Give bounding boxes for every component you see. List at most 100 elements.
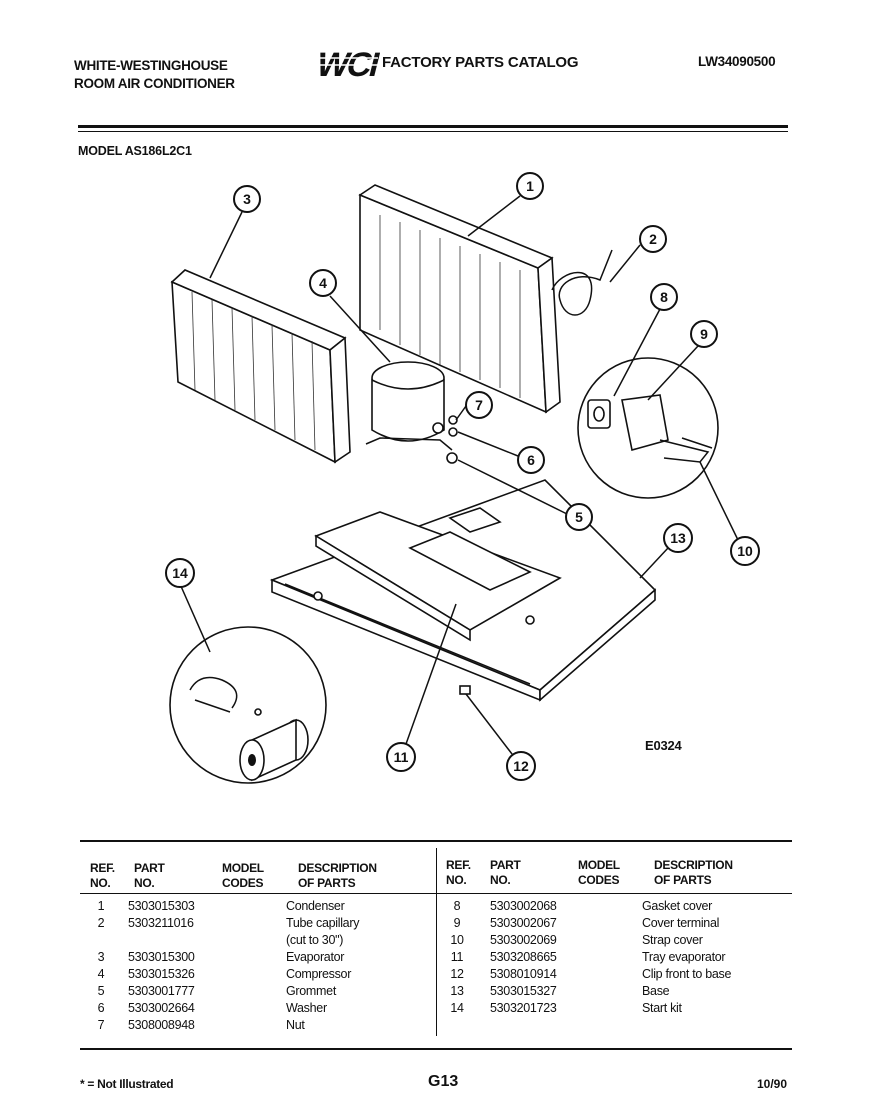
compressor-illustration <box>365 361 453 451</box>
brand-line-2: ROOM AIR CONDITIONER <box>74 76 235 91</box>
ref-no: 7 <box>97 1018 105 1032</box>
callout-label: 7 <box>475 397 483 413</box>
callout-6: 6 <box>517 446 545 474</box>
header-desc-left: DESCRIPTION OF PARTS <box>298 861 377 890</box>
callout-label: 12 <box>513 758 529 774</box>
part-description: Condenser <box>286 899 345 913</box>
callout-3: 3 <box>233 185 261 213</box>
callout-5: 5 <box>565 503 593 531</box>
table-row: 1 5303015303 Condenser <box>86 898 436 915</box>
ref-no: 8 <box>453 899 461 913</box>
header-part-right: PART NO. <box>490 858 521 887</box>
callout-label: 11 <box>394 749 409 765</box>
ref-no: 12 <box>450 967 464 981</box>
part-description: Cover terminal <box>642 916 720 930</box>
brand-block: WHITE-WESTINGHOUSE ROOM AIR CONDITIONER <box>74 57 235 93</box>
header-model-left: MODEL CODES <box>222 861 264 890</box>
header-ref-left: REF. NO. <box>90 861 115 890</box>
part-no: 5303208665 <box>490 950 557 964</box>
part-no: 5303015326 <box>128 967 195 981</box>
part-no: 5303015303 <box>128 899 195 913</box>
table-row: 8 5303002068 Gasket cover <box>442 898 792 915</box>
condenser-illustration <box>358 184 561 414</box>
callout-11: 11 <box>386 742 416 772</box>
part-description: Tray evaporator <box>642 950 726 964</box>
callout-8: 8 <box>650 283 678 311</box>
terminal-cover-detail <box>577 357 719 499</box>
not-illustrated-note: * = Not Illustrated <box>80 1077 174 1091</box>
capillary-tube-illustration <box>551 249 613 316</box>
callout-13: 13 <box>663 523 693 553</box>
header-rule-thin <box>78 131 788 132</box>
model-label: MODEL AS186L2C1 <box>78 144 192 158</box>
callout-label: 5 <box>575 509 583 525</box>
leader-lines <box>179 195 739 755</box>
part-description: Washer <box>286 1001 327 1015</box>
callout-1: 1 <box>516 172 544 200</box>
callout-label: 13 <box>670 530 686 546</box>
part-no: 5303201723 <box>490 1001 557 1015</box>
part-no: 5303211016 <box>128 916 194 930</box>
callout-10: 10 <box>730 536 760 566</box>
evaporator-tray-illustration <box>314 507 562 642</box>
start-kit-detail <box>169 626 327 784</box>
evaporator-illustration <box>170 269 351 464</box>
part-no: 5303001777 <box>128 984 195 998</box>
nut-illustration <box>448 415 458 425</box>
table-top-rule <box>80 840 792 842</box>
part-no: 5308008948 <box>128 1018 195 1032</box>
part-description: Gasket cover <box>642 899 713 913</box>
parts-list-right: 8 5303002068 Gasket cover 9 5303002067 Cover… <box>442 898 792 1017</box>
ref-no: 1 <box>97 899 105 913</box>
clip-illustration <box>459 685 471 695</box>
logo-text: WCI <box>314 46 380 80</box>
ref-no: 9 <box>453 916 461 930</box>
callout-9: 9 <box>690 320 718 348</box>
diagram-code: E0324 <box>645 738 682 753</box>
table-row: 12 5308010914 Clip front to base <box>442 966 792 983</box>
part-description: Nut <box>286 1018 305 1032</box>
ref-no: 6 <box>97 1001 105 1015</box>
part-description: Evaporator <box>286 950 345 964</box>
callout-label: 1 <box>526 178 534 194</box>
table-row: 4 5303015326 Compressor <box>86 966 436 983</box>
ref-no: 11 <box>450 950 464 964</box>
brand-line-1: WHITE-WESTINGHOUSE <box>74 58 228 73</box>
header-desc-right: DESCRIPTION OF PARTS <box>654 858 733 887</box>
part-description: Base <box>642 984 670 998</box>
callout-label: 9 <box>700 326 708 342</box>
wci-logo: WCI <box>314 46 380 80</box>
ref-no: 10 <box>450 933 464 947</box>
callout-label: 8 <box>660 289 668 305</box>
callout-label: 10 <box>737 543 753 559</box>
header-model-right: MODEL CODES <box>578 858 620 887</box>
catalog-title: FACTORY PARTS CATALOG <box>382 54 579 71</box>
table-column-divider <box>436 848 437 1036</box>
header-part-left: PART NO. <box>134 861 165 890</box>
part-no: 5303002067 <box>490 916 557 930</box>
ref-no: 13 <box>450 984 464 998</box>
ref-no: 4 <box>97 967 105 981</box>
callout-label: 2 <box>649 231 657 247</box>
part-description: Start kit <box>642 1001 682 1015</box>
ref-no: 3 <box>97 950 105 964</box>
part-description: Clip front to base <box>642 967 732 981</box>
callout-label: 6 <box>527 452 535 468</box>
callout-label: 3 <box>243 191 251 207</box>
table-row: 9 5303002067 Cover terminal <box>442 915 792 932</box>
grommet-illustration <box>446 452 458 464</box>
part-no: 5308010914 <box>490 967 557 981</box>
revision-date: 10/90 <box>757 1077 788 1091</box>
table-header-rule <box>80 893 792 894</box>
callout-label: 4 <box>319 275 327 291</box>
part-description: Compressor <box>286 967 352 981</box>
part-no: 5303002068 <box>490 899 557 913</box>
